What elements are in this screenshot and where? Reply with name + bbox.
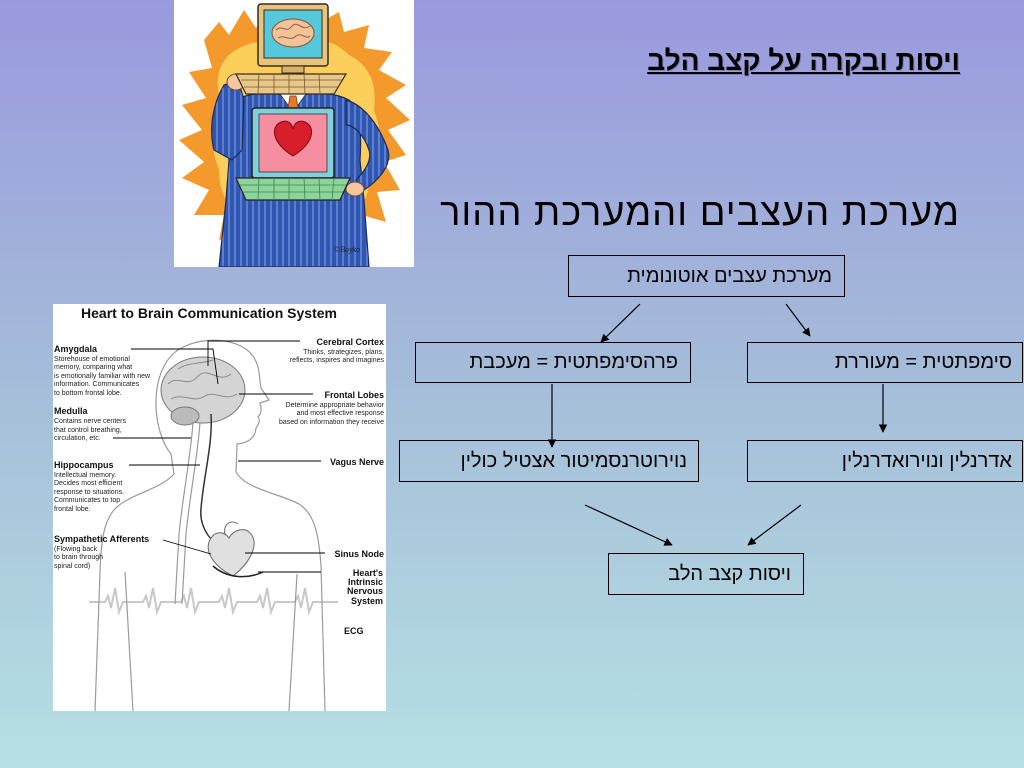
node-label: נוירוטרנסמיטור אצטיל כולין [460, 449, 687, 472]
slide-title: ויסות ובקרה על קצב הלב [647, 45, 960, 76]
sympathetic-afferents-text: spinal cord) [54, 563, 90, 570]
cerebral-cortex-text: Thinks, strategizes, plans, [303, 349, 384, 356]
cerebral-cortex-text: reflects, inspires and imagines [290, 357, 385, 364]
medulla-text: circulation, etc. [54, 435, 101, 442]
heart-rate-regulation-box: ויסות קצב הלב [608, 553, 804, 595]
node-label: סימפתטית = מעוררת [834, 351, 1012, 373]
heart-nervous-system-label: Nervous [347, 586, 383, 596]
cerebral-cortex-heading: Cerebral Cortex [316, 337, 384, 347]
frontal-lobes-text: and most effective response [297, 410, 385, 417]
leader-lines [113, 340, 325, 573]
arrow-acetylcholine-to-heart-rate [584, 504, 673, 546]
hippocampus-heading: Hippocampus [54, 460, 114, 470]
sympathetic-afferents-text: (Flowing back [54, 546, 98, 553]
amygdala-text: memory, comparing what [54, 364, 132, 371]
node-label: אדרנלין ונוירואדרנלין [841, 449, 1012, 472]
figure-title: Heart to Brain Communication System [81, 305, 337, 321]
heart-brain-diagram: Heart to Brain Communication System [53, 304, 386, 712]
node-label: ויסות קצב הלב [668, 562, 791, 585]
cartoon-image: ©Boyko [174, 0, 414, 268]
body-silhouette [94, 339, 326, 712]
hippocampus-text: frontal lobe. [54, 506, 91, 513]
medulla-text: that control breathing, [54, 427, 122, 434]
node-label: מערכת עצבים אוטונומית [627, 264, 832, 287]
sympathetic-afferents-heading: Sympathetic Afferents [54, 534, 149, 544]
hippocampus-text: Intellectual memory. [54, 472, 116, 479]
adrenaline-box: אדרנלין ונוירואדרנלין [747, 440, 1023, 482]
right-hand [345, 181, 365, 197]
heart-brain-figure: Heart to Brain Communication System [53, 304, 386, 712]
amygdala-heading: Amygdala [54, 344, 98, 354]
cartoon-illustration: ©Boyko [174, 0, 414, 268]
medulla-text: Contains nerve centers [54, 418, 126, 425]
heart-nervous-system-label: System [351, 596, 383, 606]
vagus-nerve-label: Vagus Nerve [330, 457, 384, 467]
amygdala-text: information. Communicates [54, 381, 140, 388]
parasympathetic-box: פרהסימפתטית = מעכבת [415, 342, 691, 383]
frontal-lobes-text: Determine appropriate behavior [286, 402, 385, 409]
brain-icon [271, 18, 315, 48]
slide-subtitle: מערכת העצבים והמערכת ההור [440, 192, 960, 234]
heart-nervous-system-line [212, 565, 264, 578]
heart-nervous-system-label: Heart's [353, 568, 383, 578]
spinal-cord [174, 421, 201, 605]
sympathetic-afferents-text: to brain through [54, 554, 103, 561]
sympathetic-box: סימפתטית = מעוררת [747, 342, 1023, 383]
heart-nervous-system-label: Intrinsic [348, 577, 383, 587]
heart-icon [273, 120, 313, 157]
acetylcholine-box: נוירוטרנסמיטור אצטיל כולין [399, 440, 699, 482]
amygdala-text: Storehouse of emotional [54, 356, 130, 363]
medulla-heading: Medulla [54, 406, 88, 416]
autonomic-nervous-system-box: מערכת עצבים אוטונומית [568, 255, 845, 297]
hippocampus-text: Communicates to top [54, 497, 120, 504]
amygdala-text: is emotionally familiar with new [54, 373, 151, 380]
hippocampus-text: response to situations. [54, 489, 124, 496]
heart-illustration [207, 521, 255, 577]
left-arm [211, 79, 245, 161]
amygdala-text: to bottom frontal lobe. [54, 390, 122, 397]
hippocampus-text: Decides most efficient [54, 480, 122, 487]
frontal-lobes-text: based on information they receive [279, 419, 384, 426]
frontal-lobes-heading: Frontal Lobes [324, 390, 384, 400]
artist-signature: ©Boyko [334, 245, 360, 254]
arrow-autonomic-to-parasympathetic [600, 303, 641, 343]
brain-illustration [160, 356, 246, 426]
arrow-adrenaline-to-heart-rate [747, 504, 802, 546]
arrow-autonomic-to-sympathetic [785, 303, 811, 337]
ecg-label: ECG [344, 626, 364, 636]
sinus-node-label: Sinus Node [334, 549, 384, 559]
keyboard-icon [235, 73, 348, 95]
node-label: פרהסימפתטית = מעכבת [469, 351, 678, 373]
